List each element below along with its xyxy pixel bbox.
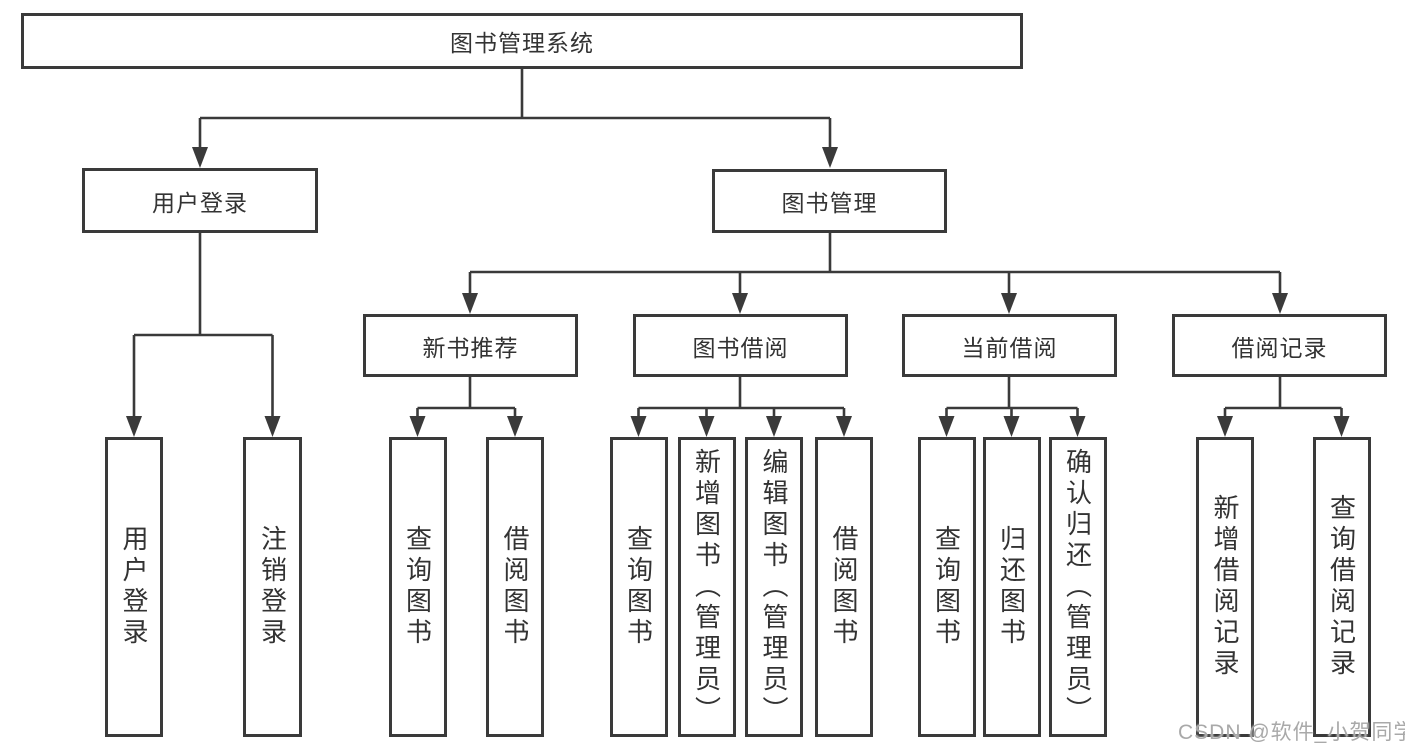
leaf-add-books-admin: 新增图书（管理员） (677, 437, 736, 737)
leaf-query-borrow-record: 查询借阅记录 (1312, 437, 1371, 737)
watermark: CSDN @软件_小贺同学 (1178, 721, 1405, 744)
leaf-borrow-books: 借阅图书 (486, 437, 544, 737)
leaf-logout: 注销登录 (243, 437, 302, 737)
node-new-book-recommendation: 新书推荐 (363, 314, 578, 377)
leaf-query-books: 查询图书 (609, 437, 668, 737)
leaf-borrow-books: 借阅图书 (815, 437, 873, 737)
leaf-confirm-return-admin: 确认归还（管理员） (1048, 437, 1107, 737)
leaf-query-books: 查询图书 (388, 437, 447, 737)
leaf-user-login: 用户登录 (105, 437, 163, 737)
node-current-borrowing: 当前借阅 (902, 314, 1117, 377)
leaf-edit-books-admin: 编辑图书（管理员） (745, 437, 803, 737)
node-library-management-system: 图书管理系统 (21, 13, 1023, 69)
node-user-login: 用户登录 (82, 168, 318, 233)
node-book-management: 图书管理 (712, 169, 947, 233)
leaf-query-books: 查询图书 (917, 437, 976, 737)
node-borrowing-records: 借阅记录 (1172, 314, 1387, 377)
leaf-add-borrow-record: 新增借阅记录 (1196, 437, 1254, 737)
node-book-borrowing: 图书借阅 (633, 314, 848, 377)
leaf-return-books: 归还图书 (982, 437, 1041, 737)
